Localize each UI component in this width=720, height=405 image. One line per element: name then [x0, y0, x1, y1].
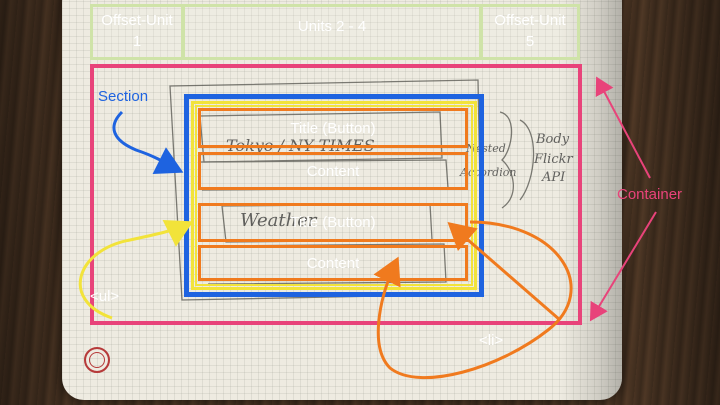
handwriting-flickr: Flickr [534, 152, 573, 167]
li-label: <li> [479, 332, 504, 349]
handwriting-api: API [542, 170, 566, 185]
handwriting-title-2: Weather [240, 210, 317, 231]
li-content-1: Content [198, 152, 468, 190]
section-label: Section [98, 88, 149, 105]
units-middle-box: Units 2 - 4 [182, 4, 482, 60]
section-outline [184, 94, 484, 297]
li-title-1: Title (Button) [198, 108, 468, 148]
container-label: Container [617, 186, 683, 203]
notebook-logo-icon [84, 347, 110, 373]
offset-unit-right-box: Offset-Unit 5 [480, 4, 580, 60]
ul-outline [191, 101, 477, 290]
ul-label: <ul> [90, 288, 120, 305]
handwriting-body: Body [536, 132, 570, 147]
container-outline [90, 64, 582, 325]
li-content-2: Content [198, 245, 468, 281]
ul-outline-inner [195, 105, 473, 286]
